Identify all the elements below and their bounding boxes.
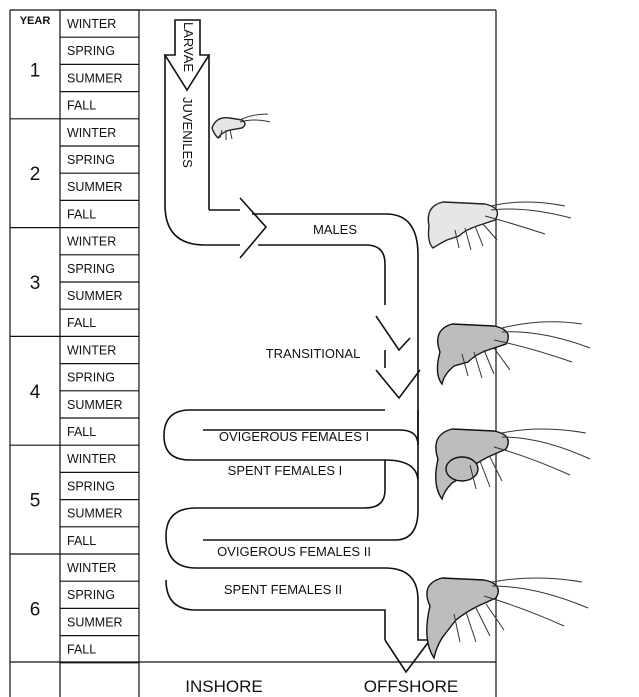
- male-band-bottom: [258, 245, 385, 305]
- year-header: YEAR: [20, 15, 51, 27]
- season-label: SUMMER: [67, 398, 123, 412]
- season-label: WINTER: [67, 452, 116, 466]
- season-label: WINTER: [67, 126, 116, 140]
- season-label: FALL: [67, 425, 96, 439]
- juveniles-label: JUVENILES: [180, 97, 195, 168]
- season-label: SUMMER: [67, 289, 123, 303]
- season-label: SPRING: [67, 588, 115, 602]
- year-number: 2: [30, 164, 41, 185]
- season-label: SUMMER: [67, 71, 123, 85]
- season-label: WINTER: [67, 343, 116, 357]
- spent-shrimp-icon: [427, 578, 588, 658]
- male-shrimp-icon: [428, 202, 571, 250]
- season-label: SPRING: [67, 371, 115, 385]
- year-number: 3: [30, 273, 41, 294]
- juvenile-band-left: [165, 55, 240, 245]
- juvenile-arrowhead: [240, 198, 266, 258]
- season-label: WINTER: [67, 561, 116, 575]
- larva-shrimp-icon: [212, 114, 270, 140]
- season-label: SPRING: [67, 153, 115, 167]
- year-number: 5: [30, 491, 41, 512]
- male-band-top: [252, 214, 418, 395]
- season-label: SUMMER: [67, 507, 123, 521]
- year-number: 1: [30, 60, 41, 81]
- final-arrowhead: [385, 640, 430, 672]
- year-number: 4: [30, 382, 41, 403]
- season-label: SUMMER: [67, 615, 123, 629]
- season-label: FALL: [67, 207, 96, 221]
- ovigerous-females-1-label: OVIGEROUS FEMALES I: [219, 429, 369, 444]
- transitional-arrowhead: [376, 370, 420, 398]
- season-label: WINTER: [67, 235, 116, 249]
- male-arrowhead: [376, 316, 410, 350]
- ovigerous-shrimp-icon: [436, 429, 590, 499]
- season-label: SPRING: [67, 479, 115, 493]
- season-label: FALL: [67, 99, 96, 113]
- season-label: SUMMER: [67, 180, 123, 194]
- spent-females-2-label: SPENT FEMALES II: [224, 582, 342, 597]
- spent-females-1-label: SPENT FEMALES I: [228, 463, 343, 478]
- transitional-label: TRANSITIONAL: [266, 346, 361, 361]
- season-label: FALL: [67, 316, 96, 330]
- season-label: FALL: [67, 534, 96, 548]
- inshore-label: INSHORE: [185, 677, 262, 696]
- offshore-label: OFFSHORE: [364, 677, 458, 696]
- season-label: FALL: [67, 643, 96, 657]
- season-label: SPRING: [67, 44, 115, 58]
- season-label: WINTER: [67, 17, 116, 31]
- ovigerous-females-2-label: OVIGEROUS FEMALES II: [217, 544, 371, 559]
- transitional-shrimp-icon: [437, 322, 590, 384]
- year-number: 6: [30, 599, 41, 620]
- larvae-label: LARVAE: [181, 22, 196, 72]
- season-label: SPRING: [67, 262, 115, 276]
- males-label: MALES: [313, 222, 357, 237]
